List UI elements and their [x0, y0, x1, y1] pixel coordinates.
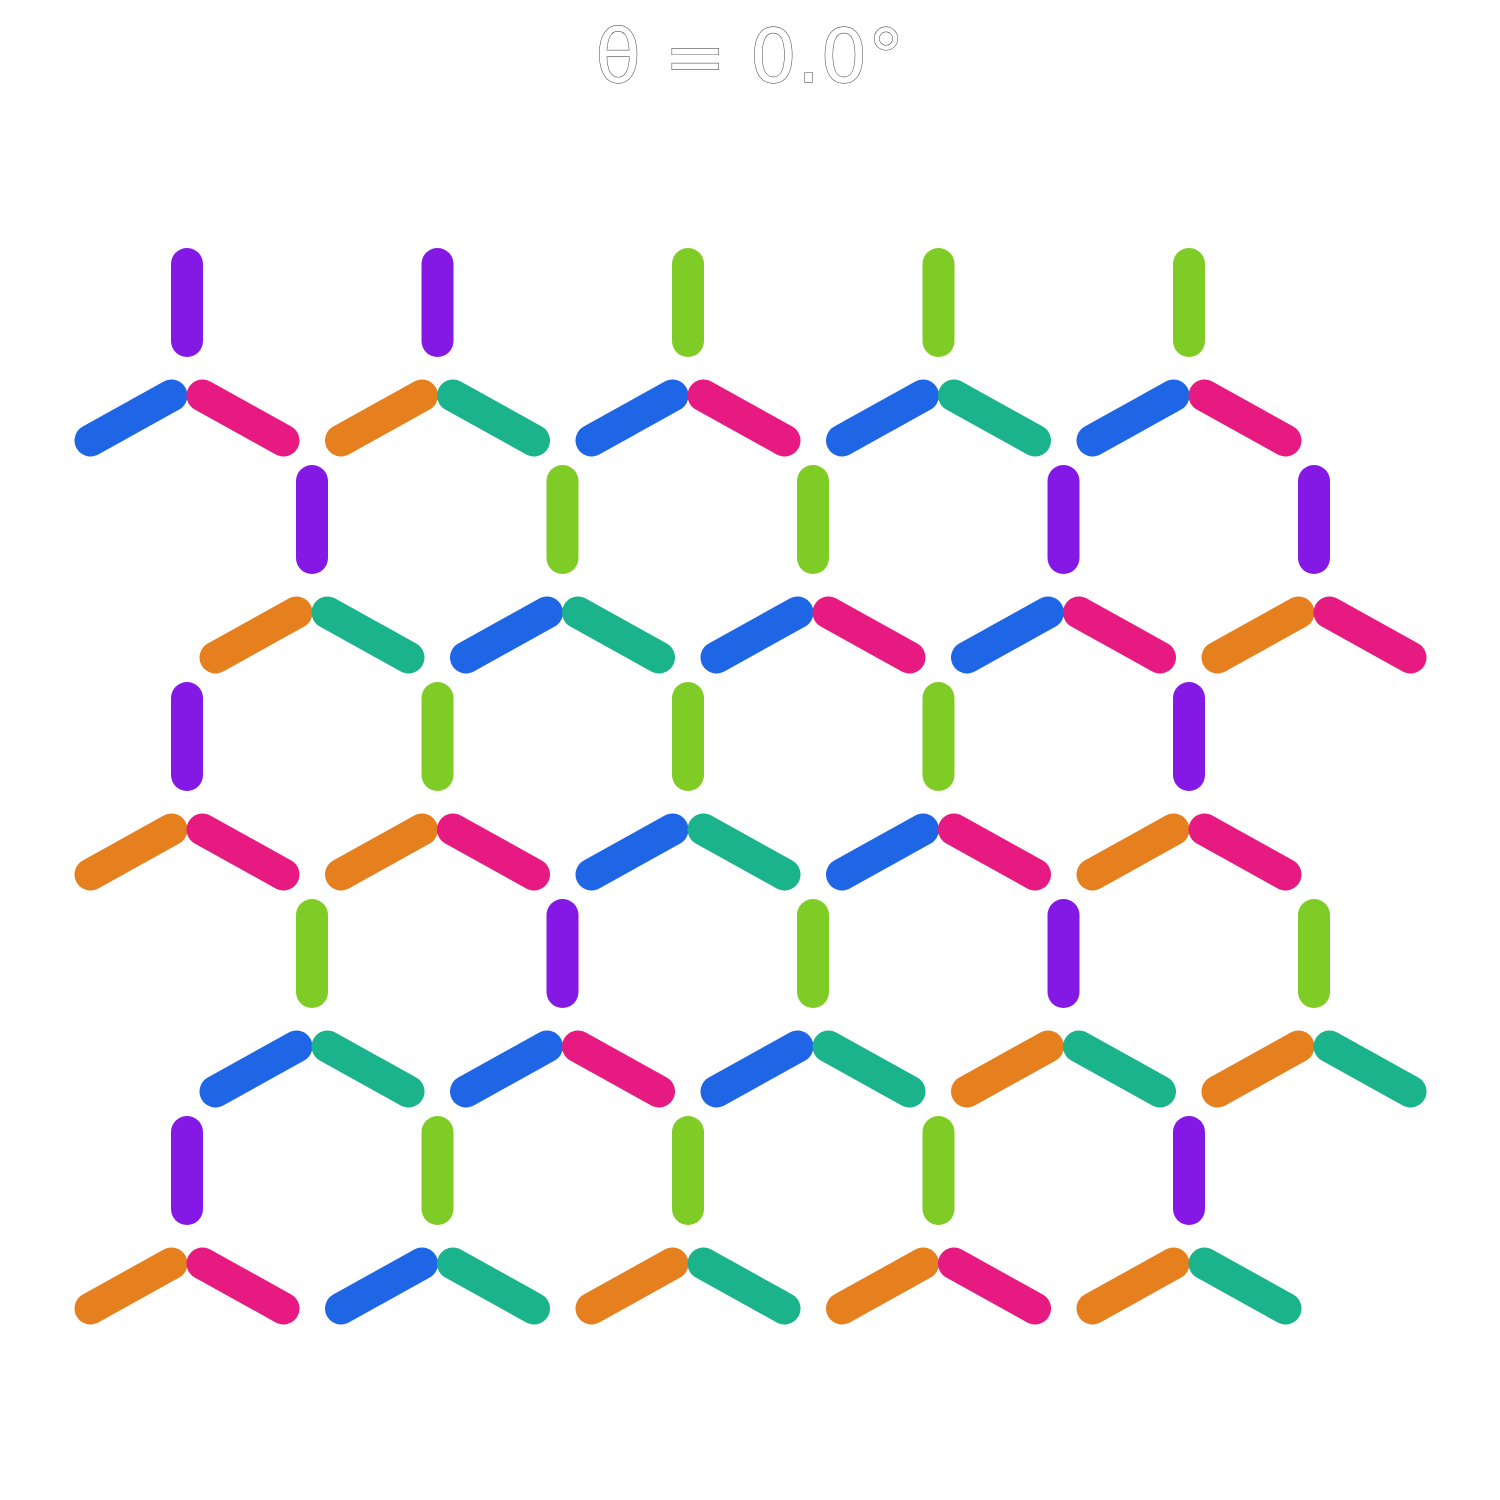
bond-diagonal-right	[938, 379, 1051, 457]
bond-diagonal-right	[1188, 379, 1302, 457]
bond-diagonal-right	[437, 813, 550, 891]
bond-diagonal-left	[826, 379, 939, 457]
bond-diagonal-left	[1076, 1247, 1190, 1325]
bond-diagonal-right	[1313, 596, 1427, 674]
bond-diagonal-left	[1076, 813, 1190, 891]
bond-diagonal-left	[575, 379, 689, 457]
bond-diagonal-right	[1063, 1030, 1176, 1108]
bond-diagonal-right	[1188, 813, 1302, 891]
bond-diagonal-left	[74, 1247, 188, 1325]
bond-diagonal-left	[1201, 596, 1315, 674]
bond-diagonal-left	[74, 379, 188, 457]
bond-diagonal-right	[562, 1030, 675, 1108]
bond-diagonal-right	[938, 813, 1051, 891]
bond-diagonal-left	[450, 596, 563, 674]
bond-diagonal-left	[700, 596, 814, 674]
angle-title: θ = 0.0°	[595, 14, 904, 100]
bond-diagonal-left	[575, 1247, 689, 1325]
bond-diagonal-right	[437, 379, 550, 457]
bond-diagonal-left	[199, 1030, 313, 1108]
bond-diagonal-left	[575, 813, 689, 891]
bond-diagonal-right	[437, 1247, 550, 1325]
bond-diagonal-left	[826, 813, 939, 891]
bond-diagonal-left	[325, 379, 438, 457]
bond-diagonal-left	[951, 596, 1064, 674]
bond-diagonal-right	[812, 1030, 926, 1108]
bond-diagonal-right	[1313, 1030, 1427, 1108]
bond-diagonal-right	[687, 379, 801, 457]
bond-diagonal-right	[812, 596, 926, 674]
bond-diagonal-right	[687, 1247, 801, 1325]
bond-diagonal-right	[687, 813, 801, 891]
bond-diagonal-left	[951, 1030, 1064, 1108]
lattice-bonds	[74, 248, 1427, 1325]
bond-diagonal-left	[1201, 1030, 1315, 1108]
bond-diagonal-left	[325, 1247, 438, 1325]
bond-diagonal-left	[325, 813, 438, 891]
bond-diagonal-left	[74, 813, 188, 891]
bond-diagonal-right	[311, 1030, 425, 1108]
bond-diagonal-right	[938, 1247, 1051, 1325]
bond-diagonal-right	[186, 813, 300, 891]
bond-diagonal-left	[700, 1030, 814, 1108]
bond-diagonal-right	[1063, 596, 1176, 674]
bond-diagonal-right	[186, 379, 300, 457]
bond-diagonal-right	[1188, 1247, 1302, 1325]
bond-diagonal-right	[562, 596, 675, 674]
bond-diagonal-left	[450, 1030, 563, 1108]
bond-diagonal-right	[311, 596, 425, 674]
bond-diagonal-left	[199, 596, 313, 674]
bond-diagonal-left	[1076, 379, 1190, 457]
bond-diagonal-right	[186, 1247, 300, 1325]
bond-diagonal-left	[826, 1247, 939, 1325]
